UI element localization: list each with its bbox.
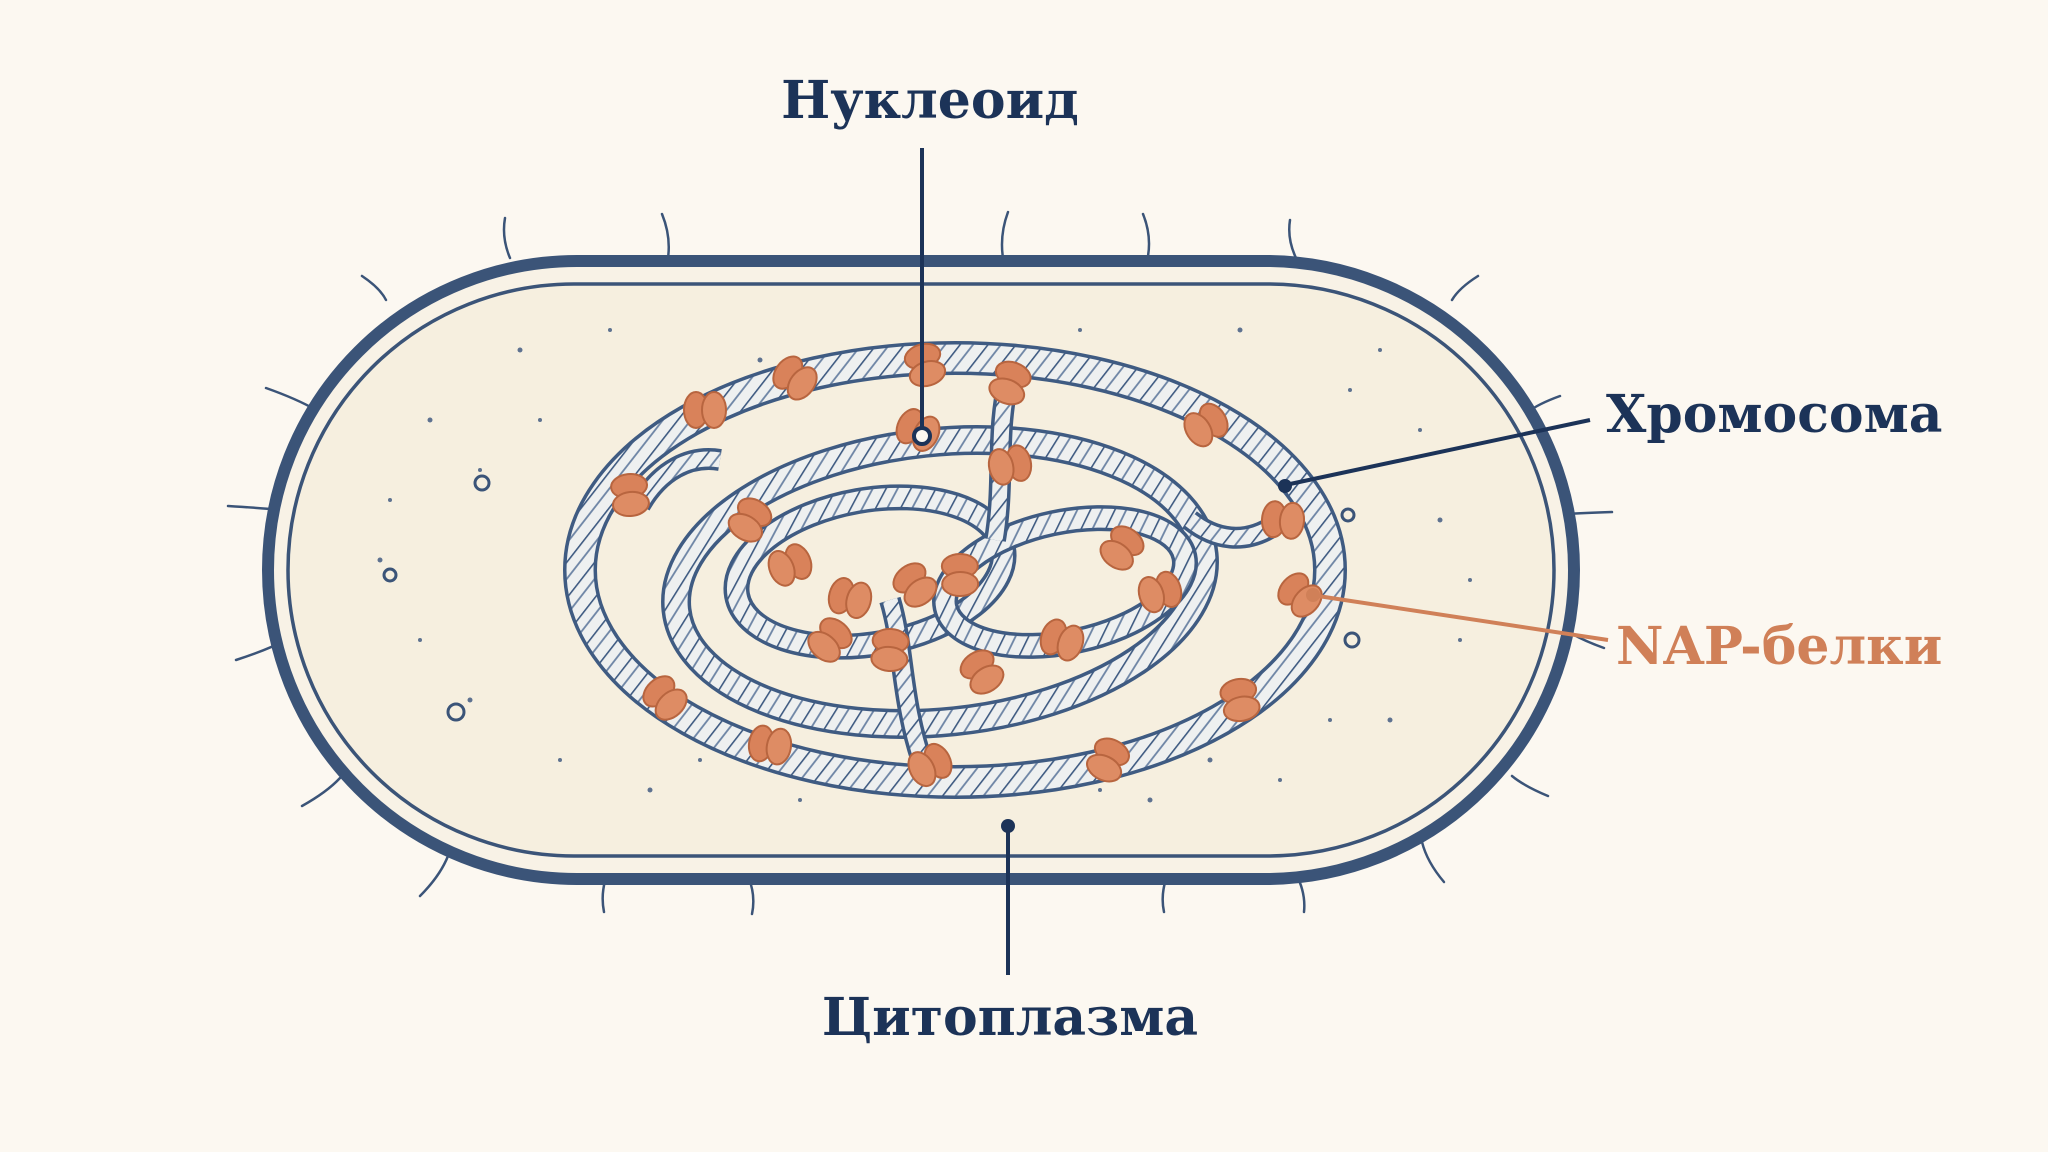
- pilus: [1000, 210, 1010, 260]
- nap-leader-dot: [1306, 588, 1320, 602]
- pilus: [300, 776, 342, 808]
- granule: [608, 328, 612, 332]
- nap-leader-line: [1317, 594, 1609, 642]
- granule: [647, 787, 653, 793]
- chromosome-leader-line: [1289, 418, 1591, 486]
- chromosome-loops: [563, 341, 1347, 799]
- granule: [1348, 388, 1352, 392]
- nap-protein: [1099, 525, 1145, 571]
- granule: [1078, 328, 1082, 332]
- pilus: [1288, 218, 1298, 260]
- cytoplasm-leader-dot: [1001, 819, 1015, 833]
- granule: [1458, 638, 1462, 642]
- vesicle: [446, 702, 466, 722]
- granule: [467, 697, 473, 703]
- chromosome-leader-dot: [1278, 479, 1292, 493]
- nap-protein: [1086, 737, 1130, 783]
- granule: [1328, 718, 1332, 722]
- nap-protein: [747, 724, 793, 766]
- granule: [1098, 788, 1102, 792]
- granule: [377, 557, 383, 563]
- nap-protein: [959, 649, 1005, 695]
- nap-protein: [610, 472, 650, 518]
- pilus: [1141, 212, 1151, 258]
- granule: [1378, 348, 1382, 352]
- nucleoid-label: Нуклеоид: [781, 70, 1079, 131]
- pilus: [1450, 274, 1480, 302]
- vesicle: [1343, 631, 1361, 649]
- nap-protein: [940, 552, 980, 598]
- nap-protein: [1183, 402, 1229, 448]
- granule: [1418, 428, 1422, 432]
- vesicle: [1340, 507, 1356, 523]
- granule: [558, 758, 562, 762]
- nap-protein: [1039, 618, 1085, 662]
- nap-protein: [892, 562, 938, 608]
- nucleoid-leader-dot: [912, 426, 932, 446]
- nap-protein: [1137, 570, 1183, 614]
- chromosome-label: Хромосома: [1606, 384, 1942, 445]
- nap-protein: [727, 497, 773, 543]
- pilus: [502, 216, 512, 260]
- nap-protein: [642, 675, 688, 721]
- granule: [757, 357, 763, 363]
- granule: [388, 498, 392, 502]
- granule: [1387, 717, 1393, 723]
- nap-protein: [987, 444, 1033, 486]
- granule: [698, 758, 702, 762]
- granule: [427, 417, 433, 423]
- pilus: [418, 854, 450, 898]
- granule: [1147, 797, 1153, 803]
- nap-protein: [870, 627, 910, 673]
- vesicle: [382, 567, 398, 583]
- nap-protein: [683, 391, 727, 429]
- pilus: [1510, 774, 1550, 798]
- granule: [1437, 517, 1443, 523]
- granule: [1468, 578, 1472, 582]
- leader-lines: [912, 148, 1609, 975]
- pilus: [1420, 840, 1446, 884]
- granule: [418, 638, 422, 642]
- nap-protein: [1219, 677, 1261, 723]
- granule: [478, 468, 482, 472]
- cytoplasm-granules: [377, 327, 1472, 803]
- pilus: [360, 274, 388, 302]
- nap-protein: [1260, 500, 1306, 540]
- granule: [1278, 778, 1282, 782]
- nap-protein: [827, 577, 873, 619]
- vesicle: [473, 474, 491, 492]
- nap-protein: [772, 355, 818, 401]
- granule: [1237, 327, 1243, 333]
- nap-proteins: [610, 342, 1323, 788]
- granule: [538, 418, 542, 422]
- nap-protein: [907, 742, 953, 788]
- nap-protein: [988, 360, 1032, 406]
- nap-protein: [767, 543, 813, 587]
- nucleoid: [563, 341, 1347, 799]
- granule: [517, 347, 523, 353]
- nap-protein: [807, 617, 853, 663]
- granule: [798, 798, 802, 802]
- nap-proteins-label: NAP-белки: [1616, 616, 1942, 677]
- cytoplasm-label: Цитоплазма: [822, 987, 1198, 1048]
- pilus: [660, 212, 670, 260]
- granule: [1207, 757, 1213, 763]
